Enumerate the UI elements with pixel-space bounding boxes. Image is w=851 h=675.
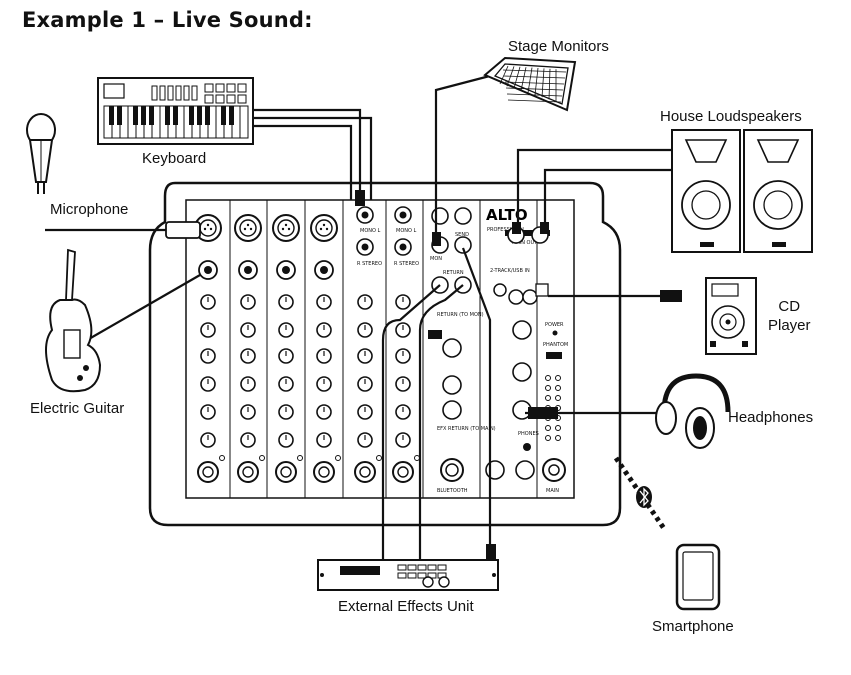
jack-label-power: POWER xyxy=(545,322,564,328)
jack-label-phones: PHONES xyxy=(518,431,539,437)
guitar-device xyxy=(45,248,102,393)
jack-label-bluetooth: BLUETOOTH xyxy=(437,488,468,494)
jack-label-r-stereo: R STEREO xyxy=(357,261,382,267)
jack-label-return-to-mon: RETURN (TO MON) xyxy=(437,312,484,318)
label-headphones: Headphones xyxy=(728,409,814,426)
jack-label-phantom: PHANTOM xyxy=(543,342,568,348)
jack-label-main: MAIN xyxy=(546,488,559,494)
svg-text:R STEREO: R STEREO xyxy=(394,261,419,267)
page-title: Example 1 – Live Sound: xyxy=(22,8,313,32)
label-smartphone: Smartphone xyxy=(652,618,734,635)
label-electric-guitar: Electric Guitar xyxy=(30,400,125,417)
smartphone-device xyxy=(675,543,721,611)
jack-label-send: SEND xyxy=(455,232,469,238)
jack-label-efx-return: EFX RETURN (TO MAIN) xyxy=(437,426,496,432)
label-keyboard: Keyboard xyxy=(142,150,207,167)
label-external-effects-unit: External Effects Unit xyxy=(338,598,474,615)
stage-monitor-device xyxy=(483,56,577,112)
keyboard-device xyxy=(97,77,254,145)
jack-label-2track: 2-TRACK/USB IN xyxy=(490,268,530,274)
jack-label-return: RETURN xyxy=(443,270,464,276)
bluetooth-icon xyxy=(636,486,652,508)
label-stage-monitors: Stage Monitors xyxy=(508,38,609,55)
effects-unit-device xyxy=(317,559,499,591)
cables xyxy=(45,70,672,560)
label-cd-player: CD Player xyxy=(768,298,811,334)
label-microphone: Microphone xyxy=(50,201,129,218)
cd-player-device xyxy=(705,277,757,355)
jack-label-mono-l: MONO L xyxy=(360,228,381,234)
jack-label-mon: MON xyxy=(430,256,442,262)
mixer: MONO L R STEREO MONO L R STEREO MON SEND… xyxy=(148,181,622,527)
svg-text:MONO L: MONO L xyxy=(396,228,417,234)
mixer-brand: ALTO xyxy=(486,206,528,224)
microphone-device xyxy=(26,113,56,194)
house-speakers-device xyxy=(671,129,813,253)
jack-label-main-out: MAIN OUT xyxy=(512,240,538,246)
label-house-loudspeakers: House Loudspeakers xyxy=(660,108,802,125)
headphones-device xyxy=(655,373,731,449)
